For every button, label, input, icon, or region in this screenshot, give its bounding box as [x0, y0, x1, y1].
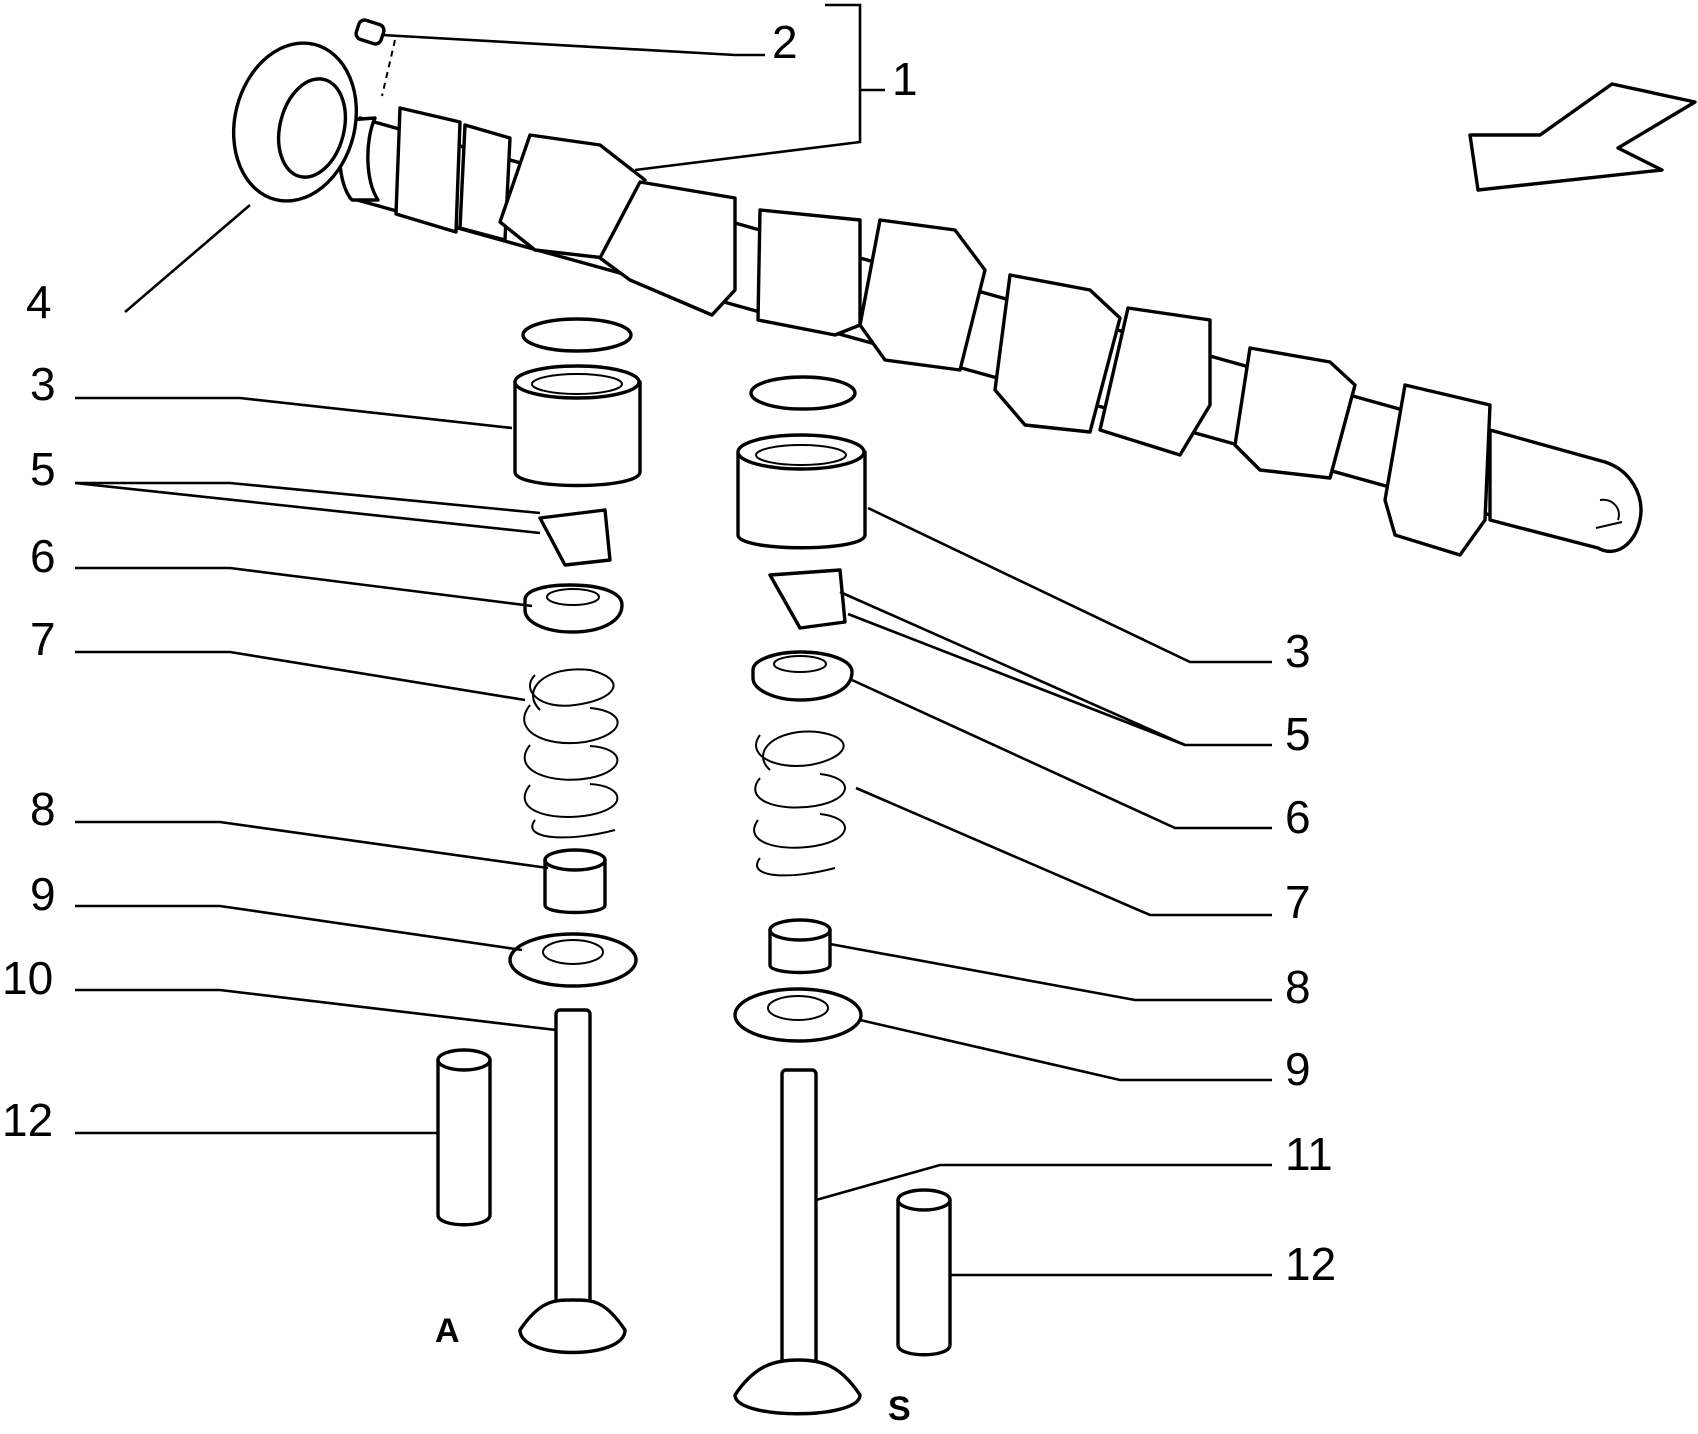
valve-assembly-intake — [436, 317, 642, 1355]
exhaust-label: S — [888, 1390, 911, 1428]
callout-3-left: 3 — [30, 358, 56, 410]
callout-5-right: 5 — [1285, 708, 1311, 760]
callout-2: 2 — [772, 16, 798, 68]
callout-4: 4 — [26, 276, 52, 328]
callout-6-right: 6 — [1285, 791, 1311, 843]
leader-lines — [74, 3, 1272, 1277]
valve-assembly-exhaust — [733, 375, 952, 1416]
callout-9-left: 9 — [30, 868, 56, 920]
pin — [354, 18, 396, 97]
callout-6-left: 6 — [30, 530, 56, 582]
callout-9-right: 9 — [1285, 1043, 1311, 1095]
callout-12-left: 12 — [2, 1094, 53, 1146]
intake-label: A — [435, 1312, 460, 1350]
callout-12-right: 12 — [1285, 1238, 1336, 1290]
oil-seal — [231, 41, 359, 203]
callout-3-right: 3 — [1285, 625, 1311, 677]
direction-arrow-icon — [1468, 82, 1697, 192]
callout-11: 11 — [1285, 1128, 1333, 1180]
callout-1: 1 — [892, 53, 918, 105]
callout-7-left: 7 — [30, 613, 56, 665]
callout-10: 10 — [2, 952, 53, 1004]
callout-8-left: 8 — [30, 783, 56, 835]
callouts: 1 2 4 3 5 6 7 8 9 10 12 3 5 6 7 8 9 11 1… — [2, 16, 1336, 1428]
callout-8-right: 8 — [1285, 961, 1311, 1013]
camshaft — [338, 106, 1643, 557]
callout-7-right: 7 — [1285, 876, 1311, 928]
callout-5-left: 5 — [30, 443, 56, 495]
